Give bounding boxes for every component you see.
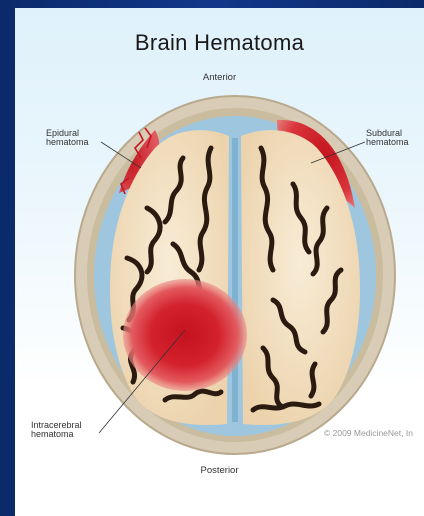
intracerebral-label-line2: hematoma	[31, 430, 82, 439]
intracerebral-hematoma-label: Intracerebral hematoma	[31, 421, 82, 439]
posterior-label: Posterior	[15, 465, 424, 476]
anterior-label: Anterior	[15, 72, 424, 83]
illustration-panel: Brain Hematoma Anterior Posterior Epidur…	[15, 8, 424, 516]
intracerebral-hematoma	[123, 279, 247, 391]
brain-cross-section-illustration	[15, 8, 424, 516]
epidural-label-line2: hematoma	[46, 138, 89, 147]
copyright-notice: © 2009 MedicineNet, In	[324, 428, 413, 438]
subdural-hematoma-label: Subdural hematoma	[366, 129, 409, 147]
epidural-hematoma-label: Epidural hematoma	[46, 129, 89, 147]
subdural-label-line2: hematoma	[366, 138, 409, 147]
diagram-title: Brain Hematoma	[15, 30, 424, 56]
